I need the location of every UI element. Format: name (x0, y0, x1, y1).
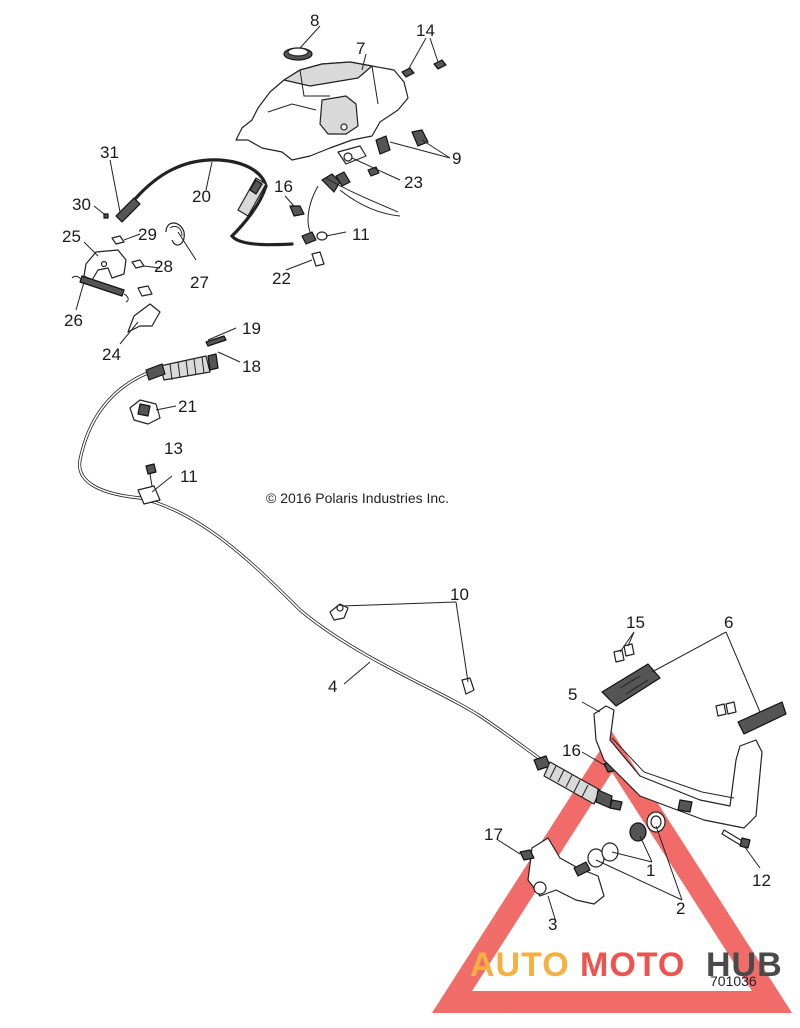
cable-end-31 (103, 197, 141, 223)
callout-14: 14 (416, 21, 435, 40)
clip-9 (375, 129, 429, 155)
callout-31: 31 (100, 143, 119, 162)
bolt-22 (311, 251, 325, 267)
callout-11-lower: 11 (180, 467, 198, 486)
callout-21: 21 (178, 397, 197, 416)
cable-adjuster-lower (533, 755, 623, 811)
brake-cable-4 (78, 370, 552, 768)
callout-29: 29 (138, 225, 157, 244)
clip-10 (329, 603, 475, 695)
callout-23: 23 (404, 173, 423, 192)
watermark-logo: AUTO MOTO HUB (470, 946, 783, 984)
cable-adjuster-upper (145, 335, 227, 381)
bolt-12 (721, 829, 751, 849)
callout-20: 20 (192, 187, 211, 206)
callout-9: 9 (452, 149, 461, 168)
leader-lines (75, 25, 761, 923)
nut-17 (519, 849, 535, 861)
callout-22: 22 (272, 269, 291, 288)
callout-16-lower: 16 (562, 741, 581, 760)
callout-8: 8 (310, 11, 319, 30)
callout-labels: 8 7 14 9 23 31 20 16 30 25 29 11 28 22 2… (62, 11, 771, 934)
callout-7: 7 (356, 39, 365, 58)
callout-17: 17 (484, 825, 503, 844)
callout-27: 27 (190, 273, 209, 292)
brake-housing-cover (235, 61, 409, 161)
pivot-bracket-3 (527, 837, 605, 905)
callout-19: 19 (242, 319, 261, 338)
callout-30: 30 (72, 195, 91, 214)
washers-2 (646, 811, 666, 833)
bushings-1 (587, 822, 647, 868)
callout-10: 10 (450, 585, 469, 604)
watermark-hub: HUB (706, 946, 783, 984)
callout-18: 18 (242, 357, 261, 376)
callout-12: 12 (752, 871, 771, 890)
callout-4: 4 (328, 677, 337, 696)
diagram-number: 701036 (710, 973, 757, 989)
nut-29 (111, 235, 125, 245)
callout-24: 24 (102, 345, 121, 364)
release-lever-assembly (301, 171, 401, 245)
callout-2: 2 (676, 899, 685, 918)
callout-11-upper: 11 (352, 225, 370, 244)
callout-6: 6 (724, 613, 733, 632)
nut-28 (131, 259, 153, 297)
callout-3: 3 (548, 915, 557, 934)
screw-14 (401, 59, 447, 78)
callout-5: 5 (568, 685, 577, 704)
cable-20 (134, 158, 294, 247)
callout-16-upper: 16 (274, 177, 293, 196)
bolt-13 (145, 463, 157, 487)
watermark-moto: MOTO (580, 946, 685, 984)
callout-13: 13 (164, 439, 183, 458)
callout-28: 28 (154, 257, 173, 276)
cap-grommet (283, 47, 313, 61)
bracket-25 (83, 249, 127, 281)
watermark-auto: AUTO (470, 946, 570, 984)
callout-1: 1 (646, 861, 655, 880)
clip-21 (129, 399, 161, 425)
spring-26 (71, 275, 129, 303)
screws-15 (613, 643, 737, 717)
callout-15: 15 (626, 613, 645, 632)
brake-pedal-arm-5 (593, 705, 763, 829)
nut-16-upper (289, 205, 305, 217)
callout-26: 26 (64, 311, 83, 330)
clamp-27 (165, 222, 185, 246)
copyright-notice: © 2016 Polaris Industries Inc. (266, 490, 449, 506)
callout-25: 25 (62, 227, 81, 246)
pedal-pad-6 (601, 663, 787, 735)
